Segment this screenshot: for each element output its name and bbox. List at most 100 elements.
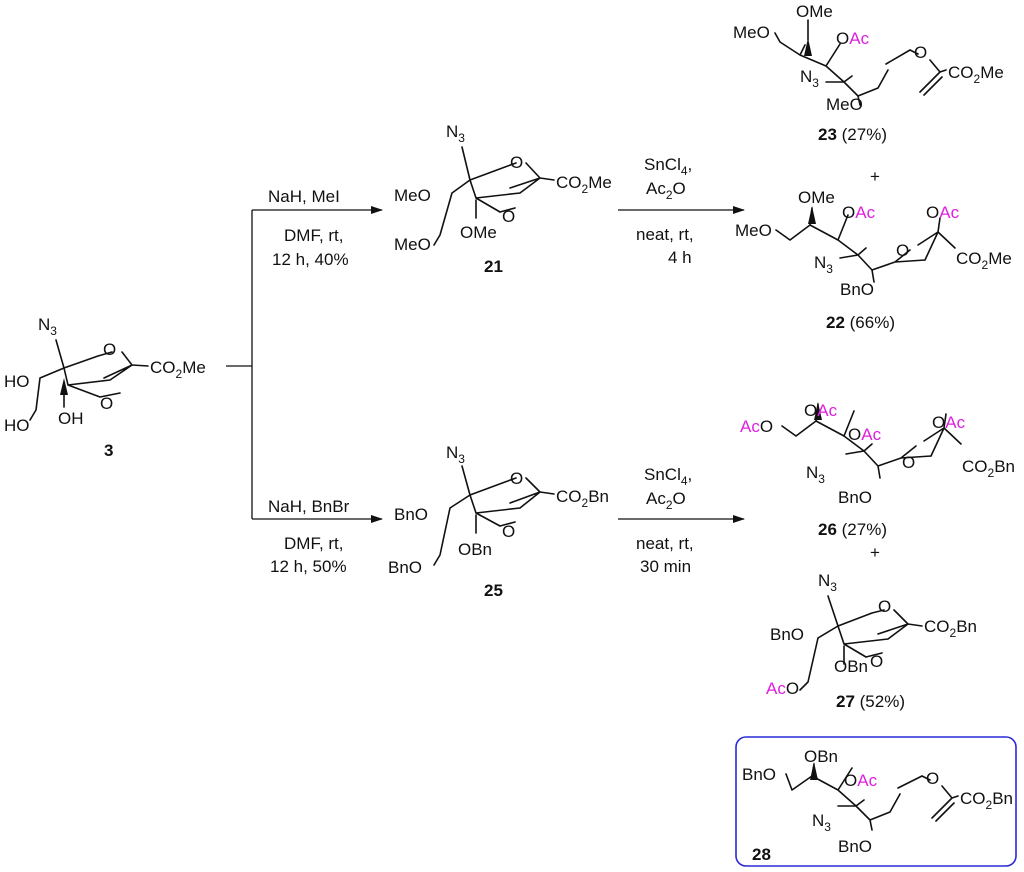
- time-yield-r1: 12 h, 40%: [272, 250, 349, 269]
- label-oac-ac: Ac: [861, 425, 881, 444]
- label-co2bn-tail: Bn: [992, 789, 1013, 808]
- label-n3-sub: 3: [812, 76, 819, 90]
- label-oh: OH: [58, 409, 84, 428]
- reagent-ac2o-sub: 2: [666, 498, 673, 512]
- label-n3: N: [814, 253, 826, 272]
- label-co2me-tail: Me: [182, 358, 206, 377]
- stereo-wedge: [810, 762, 818, 780]
- compound-number-21: 21: [484, 257, 503, 276]
- svg-text:N3: N3: [446, 443, 465, 466]
- label-co2bn: CO: [556, 487, 582, 506]
- reagent-ac2o-sub: 2: [666, 188, 673, 202]
- compound-number-25: 25: [484, 581, 503, 600]
- label-co2bn-sub: 2: [582, 496, 589, 510]
- compound-number-23: 23: [818, 125, 837, 144]
- ring-oxygen: O: [902, 453, 915, 472]
- ring-oxygen: O: [502, 522, 515, 541]
- label-obn: OBn: [834, 657, 868, 676]
- ring-oxygen: O: [510, 469, 523, 488]
- compound-number-27: 27: [836, 692, 855, 711]
- svg-text:OAc: OAc: [842, 203, 876, 222]
- compound-number-22: 22: [826, 313, 845, 332]
- svg-text:N3: N3: [446, 122, 465, 145]
- label-aco-o: O: [786, 679, 799, 698]
- label-ome: OMe: [460, 223, 497, 242]
- label-co2me-sub: 2: [974, 72, 981, 86]
- label-oac-ac: Ac: [939, 203, 959, 222]
- reagent-sncl4: SnCl: [644, 155, 681, 174]
- svg-text:N3: N3: [38, 315, 57, 338]
- label-co2bn: CO: [960, 789, 986, 808]
- label-aco-ac: Ac: [740, 417, 760, 436]
- label-oac-o: O: [842, 203, 855, 222]
- svg-text:CO2Bn: CO2Bn: [962, 457, 1015, 480]
- label-obn: OBn: [804, 747, 838, 766]
- label-oac-o: O: [932, 413, 945, 432]
- label-n3: N: [446, 443, 458, 462]
- label-co2me: CO: [956, 249, 982, 268]
- svg-text:CO2Bn: CO2Bn: [960, 789, 1013, 812]
- ring-oxygen: O: [510, 153, 523, 172]
- compound-23: MeO OMe OAc O CO2Me N3 MeO 23 (27%): [733, 2, 1004, 144]
- solvent-r1: DMF, rt,: [284, 226, 344, 245]
- reagent-ac2o: Ac: [646, 489, 666, 508]
- yield-23: (27%): [837, 125, 887, 144]
- label-ho: HO: [4, 372, 30, 391]
- label-ome: OMe: [796, 2, 833, 21]
- label-bno: BnO: [840, 280, 874, 299]
- label-n3-sub: 3: [458, 452, 465, 466]
- label-co2me-tail: Me: [588, 173, 612, 192]
- svg-text:27 (52%): 27 (52%): [836, 692, 905, 711]
- label-oac-o: O: [844, 771, 857, 790]
- solvent-r4: neat, rt,: [636, 534, 694, 553]
- svg-text:OAc: OAc: [848, 425, 882, 444]
- label-bno: BnO: [388, 558, 422, 577]
- label-bno: BnO: [838, 488, 872, 507]
- label-oac-ac: Ac: [817, 401, 837, 420]
- stereo-wedge: [808, 206, 816, 224]
- svg-text:CO2Bn: CO2Bn: [924, 617, 977, 640]
- label-n3: N: [446, 122, 458, 141]
- reagent-r2: NaH, BnBr: [268, 497, 350, 516]
- label-meo: MeO: [735, 221, 772, 240]
- reagent-r1: NaH, MeI: [268, 187, 340, 206]
- label-oac-ac: Ac: [849, 29, 869, 48]
- plus-sign: +: [870, 543, 880, 562]
- label-co2bn-sub: 2: [950, 626, 957, 640]
- label-co2bn-tail: Bn: [956, 617, 977, 636]
- conditions-r3: SnCl4, Ac2O neat, rt, 4 h: [618, 155, 745, 267]
- label-n3-sub: 3: [830, 580, 837, 594]
- svg-text:N3: N3: [818, 571, 837, 594]
- label-bno: BnO: [770, 625, 804, 644]
- reagent-ac2o: Ac: [646, 179, 666, 198]
- label-n3: N: [800, 67, 812, 86]
- reagent-sncl4-tail: ,: [688, 155, 693, 174]
- conditions-r1: NaH, MeI DMF, rt, 12 h, 40%: [268, 187, 349, 269]
- svg-text:OAc: OAc: [844, 771, 878, 790]
- label-n3-sub: 3: [826, 262, 833, 276]
- svg-text:AcO: AcO: [740, 417, 773, 436]
- stereo-wedge: [60, 378, 68, 395]
- ring-oxygen: O: [878, 597, 891, 616]
- ring-oxygen: O: [502, 207, 515, 226]
- svg-text:OAc: OAc: [926, 203, 960, 222]
- label-bno: BnO: [742, 765, 776, 784]
- conditions-r2: NaH, BnBr DMF, rt, 12 h, 50%: [268, 497, 350, 576]
- ring-oxygen: O: [914, 43, 927, 62]
- label-oac-ac: Ac: [855, 203, 875, 222]
- label-oac-ac: Ac: [945, 413, 965, 432]
- branch-arrows: [226, 206, 383, 523]
- label-co2bn-sub: 2: [988, 466, 995, 480]
- label-n3: N: [806, 463, 818, 482]
- label-oac-o: O: [836, 29, 849, 48]
- svg-text:OAc: OAc: [836, 29, 870, 48]
- reagent-ac2o-tail: O: [673, 179, 686, 198]
- label-meo: MeO: [394, 235, 431, 254]
- compound-3: N3 O O CO2Me HO HO OH 3: [4, 315, 206, 460]
- label-meo: MeO: [733, 23, 770, 42]
- time-r3: 4 h: [668, 248, 692, 267]
- time-yield-r2: 12 h, 50%: [270, 557, 347, 576]
- label-co2bn: CO: [924, 617, 950, 636]
- label-aco-ac: Ac: [766, 679, 786, 698]
